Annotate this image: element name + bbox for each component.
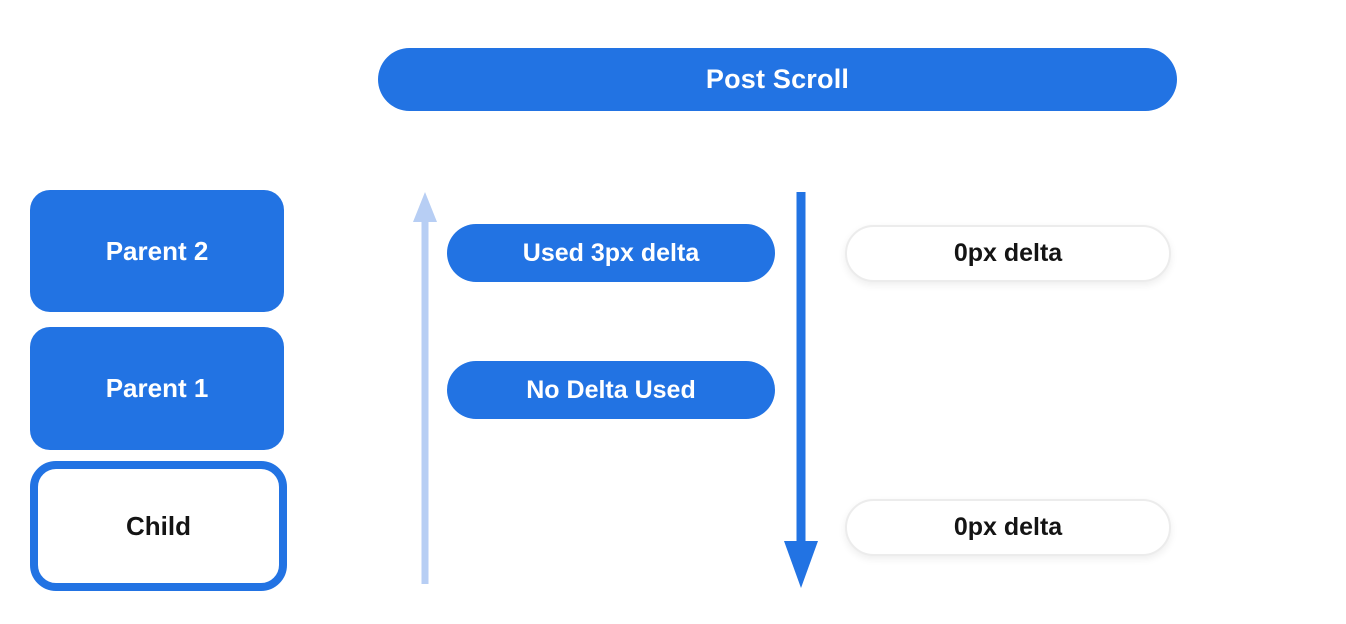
parent2-label: Parent 2 [105,235,209,266]
zero-px-delta-pill-top: 0px delta [845,225,1171,282]
child-box: Child [30,461,287,591]
post-scroll-header-label: Post Scroll [705,64,850,94]
used-3px-delta-label: Used 3px delta [522,238,700,267]
parent1-label: Parent 1 [105,373,209,403]
post-scroll-header: Post Scroll [378,48,1177,111]
no-delta-used-pill: No Delta Used [447,361,775,419]
child-label: Child [126,510,191,541]
no-delta-used-label: No Delta Used [526,375,696,404]
zero-px-delta-top-label: 0px delta [953,239,1063,267]
parent2-box: Parent 2 [30,190,284,312]
used-3px-delta-pill: Used 3px delta [447,224,775,282]
downward-arrow-icon [781,192,821,593]
upward-arrow-icon [408,192,442,591]
zero-px-delta-bottom-label: 0px delta [953,513,1063,541]
parent1-box: Parent 1 [30,327,284,450]
zero-px-delta-pill-bottom: 0px delta [845,499,1171,556]
